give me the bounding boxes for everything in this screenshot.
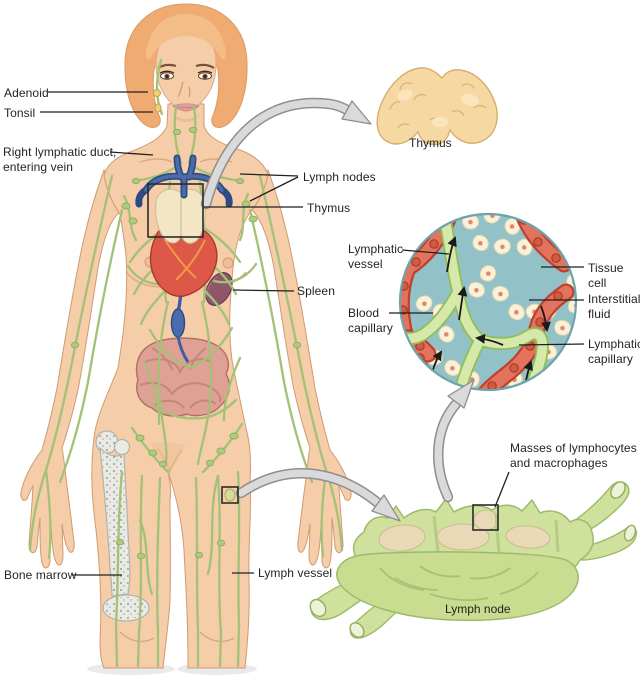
lymph-nodes-bumps	[70, 126, 302, 560]
thymus-callout-square	[147, 183, 204, 238]
callout-squares	[147, 183, 499, 531]
organs-over	[135, 89, 233, 297]
thymus-organ-body	[154, 188, 206, 244]
thigh-lymph-node	[224, 488, 236, 502]
label-adenoid: Adenoid	[4, 86, 49, 100]
label-lymphatic-vessel: Lymphatic vessel	[348, 242, 404, 271]
body-figure	[20, 3, 352, 675]
label-lymph-vessel: Lymph vessel	[258, 566, 333, 580]
lobule-lines	[379, 565, 539, 601]
heart-organ	[149, 224, 218, 297]
arrowhead-to-lymph-node	[371, 494, 401, 522]
leader-lines	[40, 91, 585, 576]
label-lymphatic-capillary: Lymphatic capillary	[588, 337, 640, 366]
label-thymus-body: Thymus	[307, 201, 351, 215]
label-tissue-cell: Tissue cell	[588, 261, 624, 290]
pubic-shading	[150, 442, 186, 474]
bangs	[145, 14, 227, 60]
arrowhead-to-micro-inset	[447, 379, 475, 409]
label-right-lymphatic-duct: Right lymphatic duct, entering vein	[3, 145, 117, 174]
label-blood-capillary: Blood capillary	[348, 306, 393, 335]
head	[124, 3, 248, 128]
chin-shadow	[172, 113, 200, 122]
face	[155, 27, 217, 113]
thymus-inset-illustration	[376, 67, 498, 146]
arrowhead-to-thymus	[341, 100, 372, 125]
caption-lymph-node-inset: Lymph node	[445, 602, 511, 616]
subclavian-veins	[135, 154, 233, 208]
label-interstitial-fluid: Interstitial fluid	[588, 292, 640, 321]
inset-arrows	[200, 97, 475, 522]
thymus-highlights	[397, 89, 479, 127]
tube-open-ends	[309, 481, 637, 638]
face-features	[157, 63, 215, 111]
spleen-organ	[205, 272, 233, 306]
lymphocyte-callout-square	[472, 504, 499, 531]
adenoid-tonsil	[153, 89, 162, 113]
thigh-node-callout-square	[221, 486, 239, 504]
caption-thymus-inset: Thymus	[409, 136, 452, 150]
label-lymph-nodes: Lymph nodes	[303, 170, 376, 184]
label-tonsil: Tonsil	[4, 106, 36, 120]
lymph-node-body	[336, 551, 579, 622]
micro-inset-illustration	[398, 212, 578, 392]
label-masses-of-lymphocytes: Masses of lymphocytes and macrophages	[510, 441, 637, 470]
label-bone-marrow: Bone marrow	[4, 568, 77, 582]
node-septa	[432, 513, 560, 555]
label-spleen: Spleen	[297, 284, 335, 298]
